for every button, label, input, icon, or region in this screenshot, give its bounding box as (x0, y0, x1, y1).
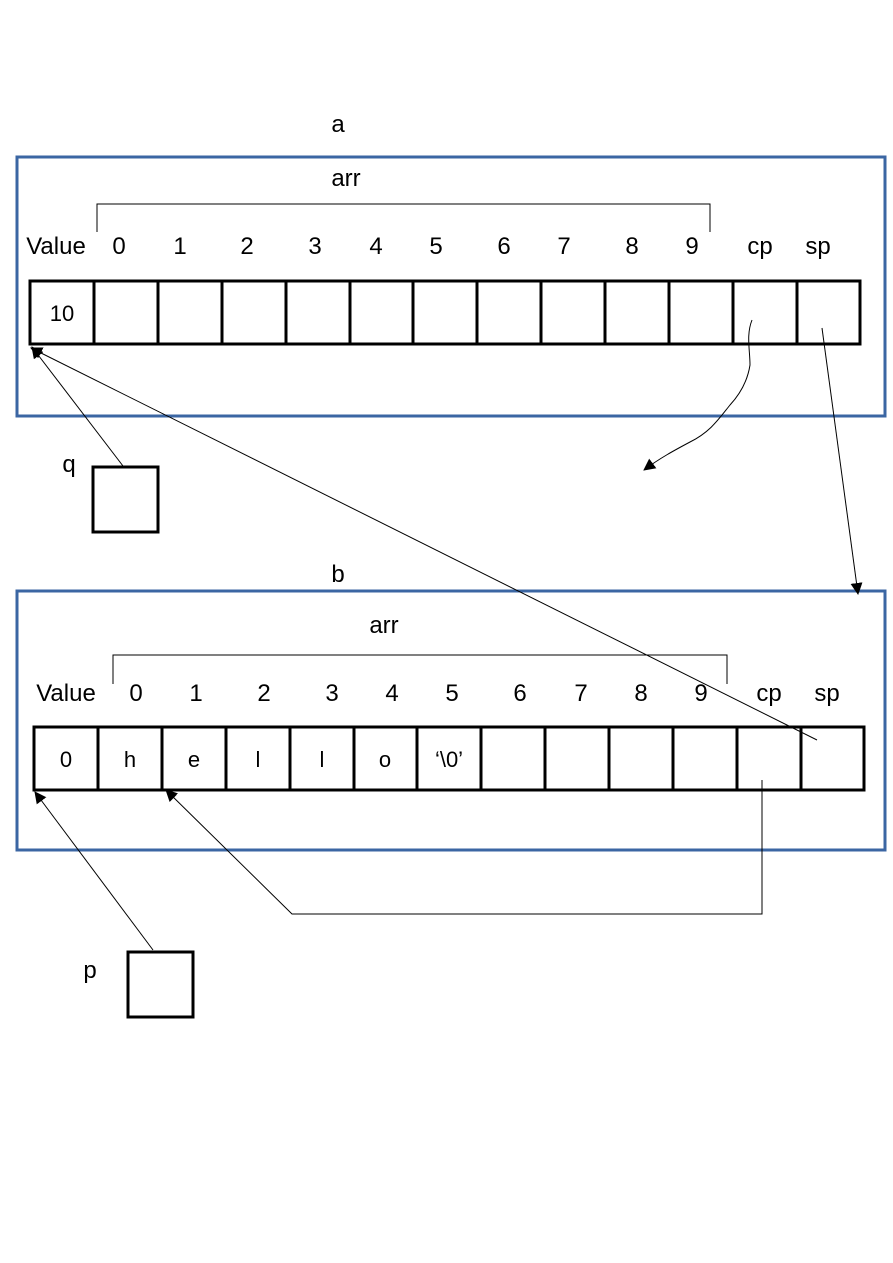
struct-b-header-index: 6 (513, 680, 526, 707)
struct-a-cell (284, 279, 352, 346)
struct-a-cell (348, 279, 415, 346)
struct-a-header-index: 7 (557, 233, 570, 260)
struct-b-header-index: 5 (445, 680, 458, 707)
struct-b-arr-bracket (112, 654, 728, 684)
struct-a-cell (667, 279, 735, 346)
struct-b-cell-cp (735, 725, 803, 792)
arrows (30, 319, 863, 951)
struct-b-cell-text: h (124, 747, 136, 772)
pointer-p-box (126, 950, 195, 1019)
arrow-q-to-a (31, 346, 124, 467)
struct-b-cell-text: l (320, 747, 325, 772)
arrow-a-cp-dangling (643, 319, 753, 471)
pointer-q-label: q (62, 451, 75, 478)
struct-b-cell (671, 725, 739, 792)
struct-b-header-index: 8 (634, 680, 647, 707)
struct-b-cell (607, 725, 675, 792)
pointer-q-box (91, 465, 160, 534)
struct-a-arr-label: arr (331, 165, 360, 192)
struct-a-cell (220, 279, 288, 346)
struct-a-cell (92, 279, 160, 346)
struct-a-header: Value 0 1 2 3 4 5 6 7 8 9 cp sp (26, 233, 830, 260)
struct-a-arr-bracket (96, 203, 711, 232)
struct-a-cell (411, 279, 479, 346)
struct-b-header-index: 9 (694, 680, 707, 707)
struct-b-header-index: 1 (189, 680, 202, 707)
struct-a-header-index: 6 (497, 233, 510, 260)
struct-a-cell (156, 279, 224, 346)
struct-b-cell-text: l (256, 747, 261, 772)
struct-b-cell (543, 725, 611, 792)
struct-a-cell (539, 279, 607, 346)
struct-a-cell-sp (795, 279, 862, 346)
struct-a-cells (28, 279, 862, 346)
struct-a-header-value: Value (26, 233, 86, 260)
struct-a-header-index: 1 (173, 233, 186, 260)
struct-a-header-index: 8 (625, 233, 638, 260)
arrow-p-to-b (34, 791, 154, 951)
pointer-q: q (62, 451, 160, 534)
arrow-b-sp-to-a (30, 347, 818, 741)
struct-b-header-index: 3 (325, 680, 338, 707)
struct-a: a arr Value 0 1 2 3 4 5 6 7 8 9 cp sp (15, 111, 887, 418)
struct-b-header-cp: cp (756, 680, 781, 707)
struct-a-frame (15, 155, 887, 418)
struct-a-header-index: 5 (429, 233, 442, 260)
struct-a-cell (475, 279, 543, 346)
struct-b-cells (32, 725, 866, 792)
struct-a-cell-cp (731, 279, 799, 346)
struct-a-name: a (331, 111, 345, 138)
struct-b-header-index: 7 (574, 680, 587, 707)
struct-b: b arr Value 0 1 2 3 4 5 6 7 8 9 cp sp (15, 561, 887, 852)
struct-a-header-index: 0 (112, 233, 125, 260)
arrow-b-cp-to-b-arr1 (165, 780, 763, 915)
struct-a-header-index: 2 (240, 233, 253, 260)
struct-b-header-value: Value (36, 680, 96, 707)
struct-b-cell (479, 725, 547, 792)
struct-b-name: b (331, 561, 344, 588)
struct-b-cell-text: o (379, 747, 391, 772)
struct-a-cell-value-text: 10 (50, 301, 74, 326)
struct-b-arr-label: arr (369, 612, 398, 639)
struct-b-header: Value 0 1 2 3 4 5 6 7 8 9 cp sp (36, 680, 839, 707)
struct-b-header-index: 2 (257, 680, 270, 707)
struct-a-header-index: 9 (685, 233, 698, 260)
struct-a-header-index: 4 (369, 233, 382, 260)
pointer-p-label: p (83, 957, 96, 984)
struct-b-cell-text: ‘\0’ (435, 747, 463, 772)
struct-b-header-index: 4 (385, 680, 398, 707)
pointer-p: p (83, 950, 195, 1019)
struct-b-cell-text: e (188, 747, 200, 772)
arrow-a-sp-to-b (821, 327, 863, 595)
struct-a-header-sp: sp (805, 233, 830, 260)
struct-b-header-sp: sp (814, 680, 839, 707)
struct-b-frame (15, 589, 887, 852)
struct-a-cell (603, 279, 671, 346)
struct-a-header-index: 3 (308, 233, 321, 260)
struct-b-header-index: 0 (129, 680, 142, 707)
struct-a-header-cp: cp (747, 233, 772, 260)
struct-b-cell-value-text: 0 (60, 747, 72, 772)
struct-b-cell-sp (799, 725, 866, 792)
